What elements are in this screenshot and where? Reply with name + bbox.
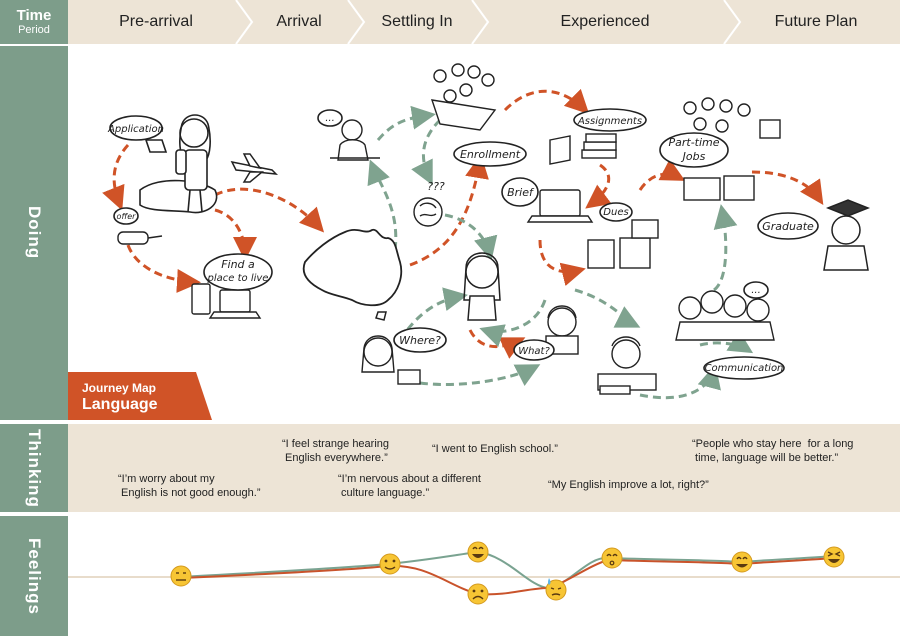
- feelings-row-label: Feelings: [0, 516, 68, 636]
- thought-quote-4: “I went to English school.”: [432, 443, 558, 455]
- bubble-ellipsis-2: ...: [751, 285, 761, 296]
- bubble-find-place-line2: place to live: [207, 273, 269, 284]
- period-settling-in: Settling In: [381, 13, 453, 30]
- journey-map-title: Journey Map: [82, 381, 157, 395]
- bubble-assignments: Assignments: [577, 116, 642, 127]
- thinking-label: Thinking: [25, 428, 44, 508]
- period-future-plan: Future Plan: [774, 13, 858, 30]
- thinking-row-label: Thinking: [0, 424, 68, 512]
- laughing-emoji-icon: [823, 546, 845, 568]
- feelings-curve: [68, 541, 900, 605]
- doing-row-label: Doing: [0, 46, 68, 420]
- row-divider: [0, 420, 900, 424]
- bubble-dues: Dues: [603, 207, 628, 218]
- bubble-communication: Communication: [705, 363, 784, 374]
- thought-quote-2: “I feel strange hearing English everywhe…: [282, 438, 390, 464]
- doing-journey-sketch: Application offer Find a place to live E…: [68, 63, 871, 420]
- thought-quote-5: “My English improve a lot, right?”: [548, 479, 709, 491]
- bubble-ellipsis: ...: [325, 113, 335, 124]
- period-arrival: Arrival: [276, 13, 322, 30]
- bubble-part-time-line1: Part-time: [668, 136, 719, 149]
- time-period-line1: Time: [16, 7, 52, 24]
- bubble-what: What?: [518, 346, 550, 357]
- doing-label: Doing: [25, 206, 44, 260]
- bubble-where: Where?: [399, 334, 441, 347]
- journey-map-language: Language: [82, 396, 158, 413]
- period-chevrons: [235, 0, 742, 44]
- grin-emoji-icon: [467, 541, 489, 563]
- period-experienced: Experienced: [560, 13, 650, 30]
- thinking-band: [68, 424, 900, 512]
- thought-quote-3: “I’m nervous about a different culture l…: [338, 473, 481, 499]
- feelings-label: Feelings: [25, 537, 44, 615]
- bubble-find-place-line1: Find a: [221, 258, 255, 271]
- bubble-graduate: Graduate: [762, 220, 814, 233]
- period-pre-arrival: Pre-arrival: [119, 13, 193, 30]
- bubble-enrollment: Enrollment: [460, 148, 521, 161]
- thought-quote-6: “People who stay here for a long time, l…: [692, 438, 854, 464]
- sweat-downcast-emoji-icon: [545, 578, 567, 601]
- slight-smile-emoji-icon: [379, 553, 401, 575]
- journey-map-badge: [68, 372, 212, 420]
- bubble-question-marks: ???: [427, 180, 445, 193]
- time-period-line2: Period: [18, 24, 50, 36]
- bubble-brief: Brief: [507, 186, 535, 199]
- kissing-emoji-icon: [601, 547, 623, 569]
- frown-emoji-icon: [467, 583, 489, 605]
- bubble-offer: offer: [117, 212, 137, 221]
- bubble-part-time-line2: Jobs: [681, 150, 706, 163]
- header-bar: [0, 0, 900, 44]
- neutral-emoji-icon: [170, 565, 192, 587]
- bubble-application: Application: [107, 124, 164, 135]
- row-divider: [0, 512, 900, 516]
- thought-quote-1: “I’m worry about my English is not good …: [118, 473, 261, 499]
- smile-emoji-icon: [731, 551, 753, 573]
- time-period-label: Time Period: [0, 0, 68, 44]
